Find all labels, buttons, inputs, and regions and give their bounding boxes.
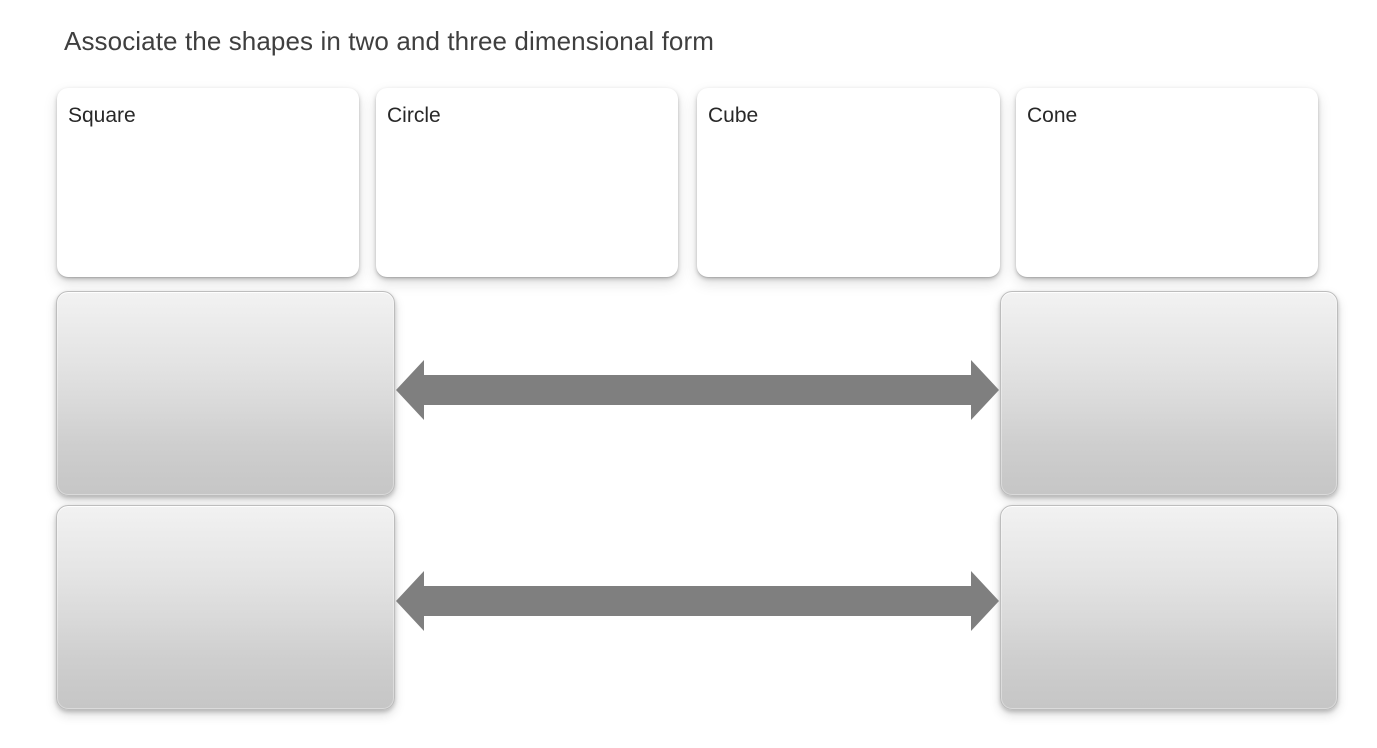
shape-card-cone[interactable]: Cone [1016,88,1318,277]
shape-card-label: Cone [1027,104,1078,127]
shape-card-square[interactable]: Square [57,88,359,277]
shape-card-label: Circle [387,104,441,127]
shape-card-label: Cube [708,104,759,127]
double-arrow-shape [396,571,999,631]
drop-zone-bottom-left[interactable] [56,505,395,710]
drop-zone-top-left[interactable] [56,291,395,496]
page-title: Associate the shapes in two and three di… [64,26,714,56]
double-arrow-icon-top [396,354,999,426]
drop-zone-top-right[interactable] [1000,291,1338,496]
shape-card-cube[interactable]: Cube [697,88,1000,277]
double-arrow-shape [396,360,999,420]
double-arrow-icon-bottom [396,565,999,637]
shape-card-row: Square Circle Cube Cone [57,88,1318,277]
drop-zone-bottom-right[interactable] [1000,505,1338,710]
shape-card-circle[interactable]: Circle [376,88,678,277]
shape-card-label: Square [68,104,136,127]
